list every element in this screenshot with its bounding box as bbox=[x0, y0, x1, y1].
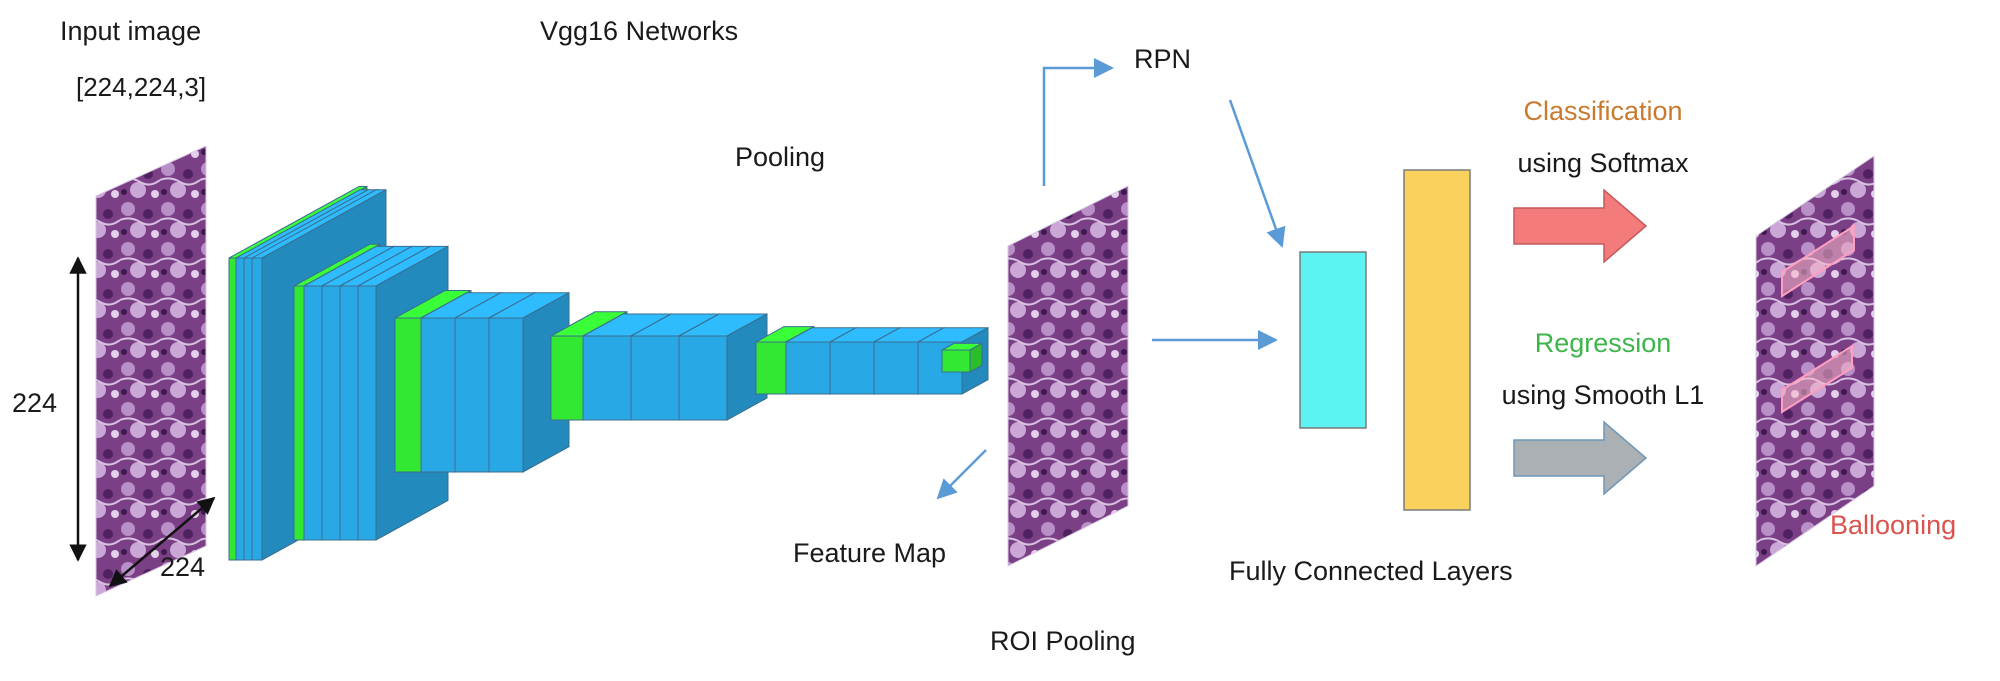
output-image-tile bbox=[1755, 155, 1875, 567]
pooling-label: Pooling bbox=[735, 142, 826, 172]
pool-block-2-front bbox=[293, 285, 305, 541]
conv-block-4-2-front bbox=[678, 335, 728, 421]
conv-block-3-1-front bbox=[454, 317, 490, 473]
conv-block-5-1-front bbox=[829, 341, 875, 395]
rpn-to-fc-arrow bbox=[1228, 99, 1286, 248]
input-dims-label: [224,224,3] bbox=[76, 72, 207, 102]
classification-method-label: using Softmax bbox=[1517, 148, 1689, 178]
pool-block-4-front bbox=[550, 335, 584, 421]
conv-block-2-2-front bbox=[339, 285, 359, 541]
classification-block-arrow bbox=[1513, 188, 1648, 264]
conv-block-3-0-front bbox=[420, 317, 456, 473]
regression-block-arrow bbox=[1513, 420, 1648, 496]
ballooning-detection-boxes bbox=[1781, 224, 1855, 414]
conv-block-1-2-front bbox=[251, 257, 263, 561]
vgg16-layer-stack bbox=[228, 185, 989, 561]
feature-map-label: Feature Map bbox=[793, 538, 947, 568]
conv-block-3-2-front bbox=[488, 317, 524, 473]
conv-block-4-0-front bbox=[582, 335, 632, 421]
rpn-arrow-up bbox=[1042, 58, 1114, 186]
conv-block-2-1-front bbox=[321, 285, 341, 541]
fully-connected-label: Fully Connected Layers bbox=[1229, 556, 1513, 586]
width-dim-label: 224 bbox=[160, 552, 206, 582]
regression-method-label: using Smooth L1 bbox=[1501, 380, 1705, 410]
input-image-label: Input image bbox=[60, 16, 202, 46]
fc-layer-yellow bbox=[1403, 169, 1471, 511]
rpn-label: RPN bbox=[1134, 44, 1192, 74]
classification-label: Classification bbox=[1523, 96, 1683, 126]
conv-block-2-0-front bbox=[303, 285, 323, 541]
conv-block-5-2-front bbox=[873, 341, 919, 395]
conv-block-4-1-front bbox=[630, 335, 680, 421]
roi-pooling-label: ROI Pooling bbox=[990, 626, 1136, 656]
pool-block-final-front bbox=[941, 349, 971, 373]
vgg16-label: Vgg16 Networks bbox=[540, 16, 739, 46]
regression-label: Regression bbox=[1534, 328, 1672, 358]
height-dim-label: 224 bbox=[12, 388, 58, 418]
pool-block-3-front bbox=[394, 317, 422, 473]
fc-layer-cyan bbox=[1299, 251, 1367, 429]
width-dimension-arrow bbox=[108, 496, 216, 588]
ballooning-label: Ballooning bbox=[1830, 510, 1957, 540]
feature-map-arrow bbox=[936, 449, 987, 500]
conv-block-2-3-front bbox=[357, 285, 377, 541]
conv-block-5-0-front bbox=[785, 341, 831, 395]
pool-block-5-front bbox=[755, 341, 787, 395]
input-image-tile bbox=[95, 145, 207, 597]
feature-map-tile bbox=[1007, 185, 1129, 567]
